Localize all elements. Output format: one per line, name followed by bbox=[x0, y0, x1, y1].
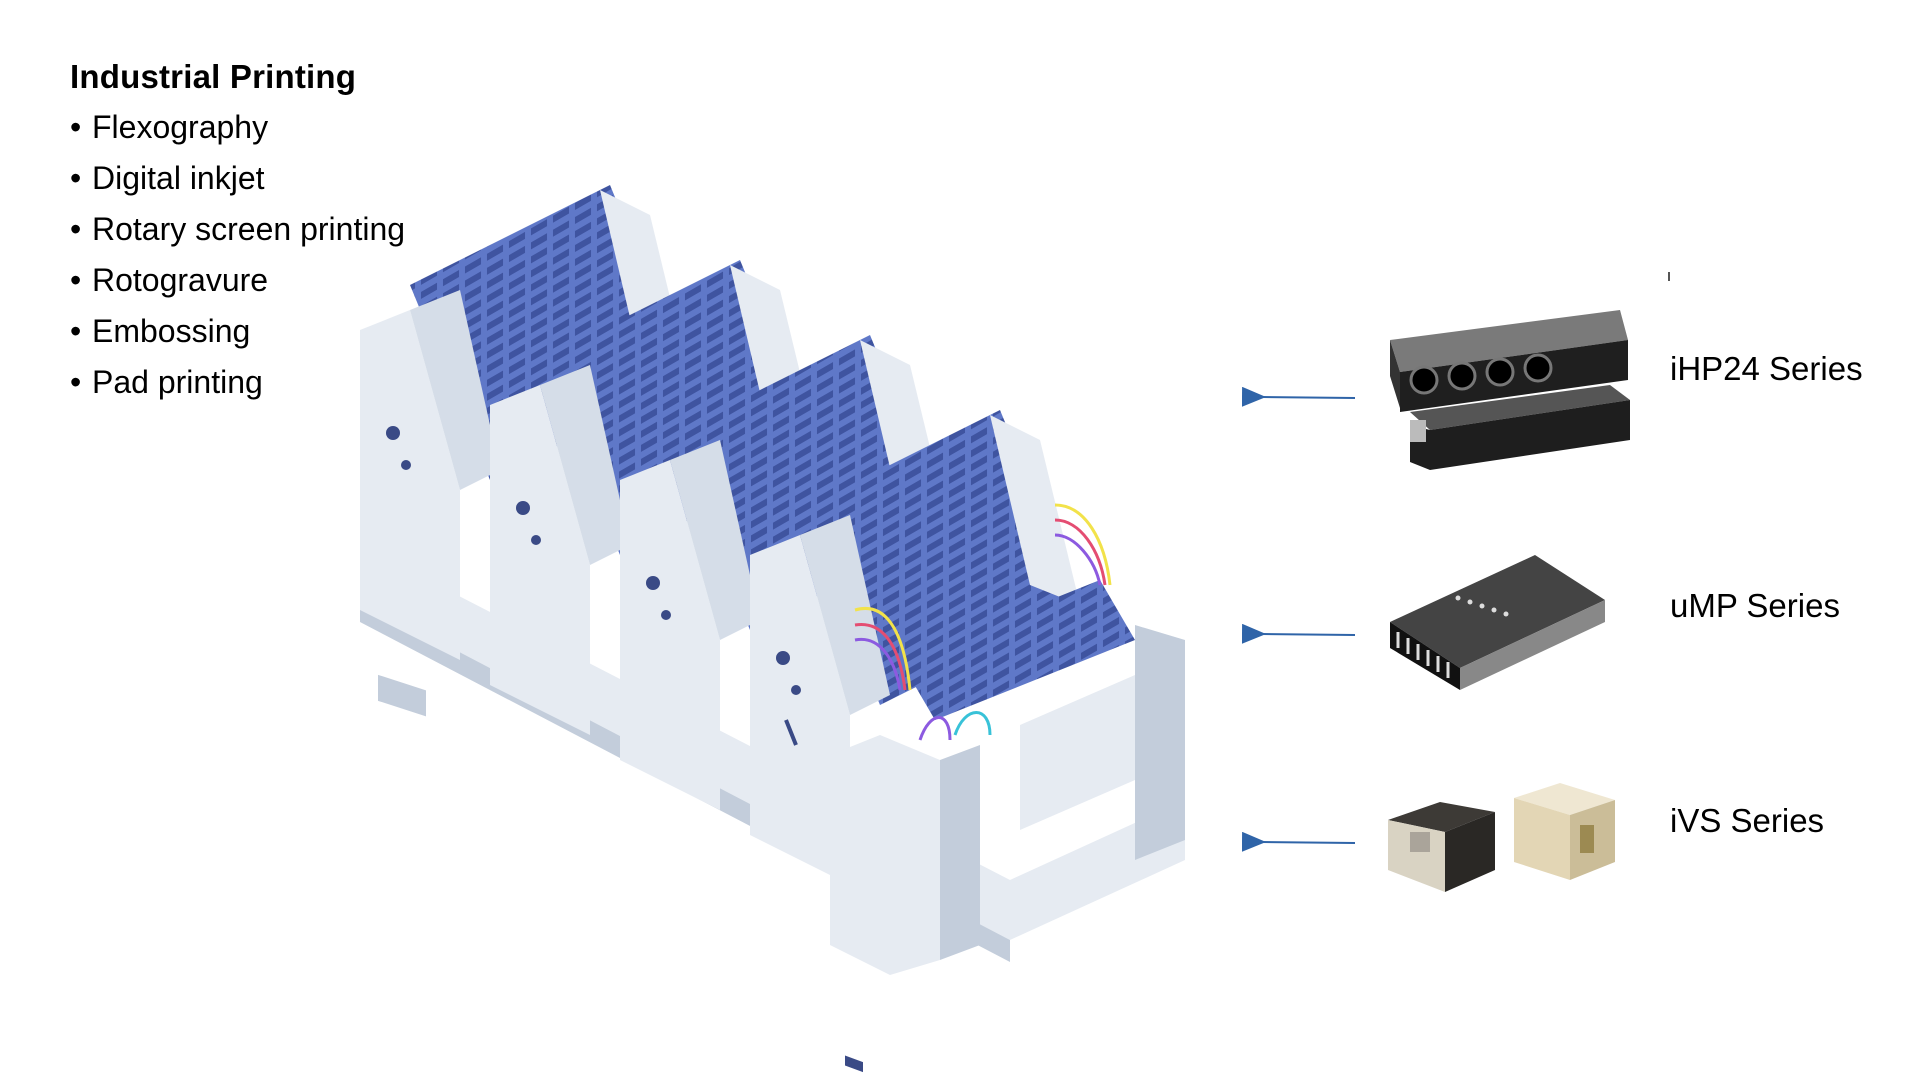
ivs-product-image bbox=[1388, 783, 1615, 892]
list-item: •Digital inkjet bbox=[70, 160, 265, 196]
series-label-ump: uMP Series bbox=[1670, 587, 1840, 624]
list-item: •Rotary screen printing bbox=[70, 211, 406, 247]
list-item: •Flexography bbox=[70, 109, 269, 145]
list-item: •Embossing bbox=[70, 313, 251, 349]
ihp24-product-image bbox=[1390, 310, 1630, 470]
arrow-ump bbox=[1241, 623, 1356, 644]
control-panel bbox=[830, 735, 980, 1073]
arrow-ivs bbox=[1241, 831, 1356, 852]
printing-press-illustration bbox=[360, 185, 1185, 1073]
application-items: •Flexography •Digital inkjet •Rotary scr… bbox=[70, 102, 405, 408]
connector-arrows bbox=[1241, 386, 1356, 852]
series-label-ivs: iVS Series bbox=[1670, 802, 1825, 839]
application-list: Industrial Printing •Flexography •Digita… bbox=[70, 58, 405, 408]
application-list-title: Industrial Printing bbox=[70, 58, 357, 95]
ump-product-image bbox=[1390, 555, 1605, 690]
list-item: •Rotogravure bbox=[70, 262, 269, 298]
feed-table bbox=[900, 580, 1185, 860]
arrow-ihp24 bbox=[1241, 386, 1356, 407]
series-label-ihp24: iHP24 Series bbox=[1670, 350, 1863, 387]
list-item: •Pad printing bbox=[70, 364, 263, 400]
ink-tubes bbox=[854, 503, 1112, 741]
